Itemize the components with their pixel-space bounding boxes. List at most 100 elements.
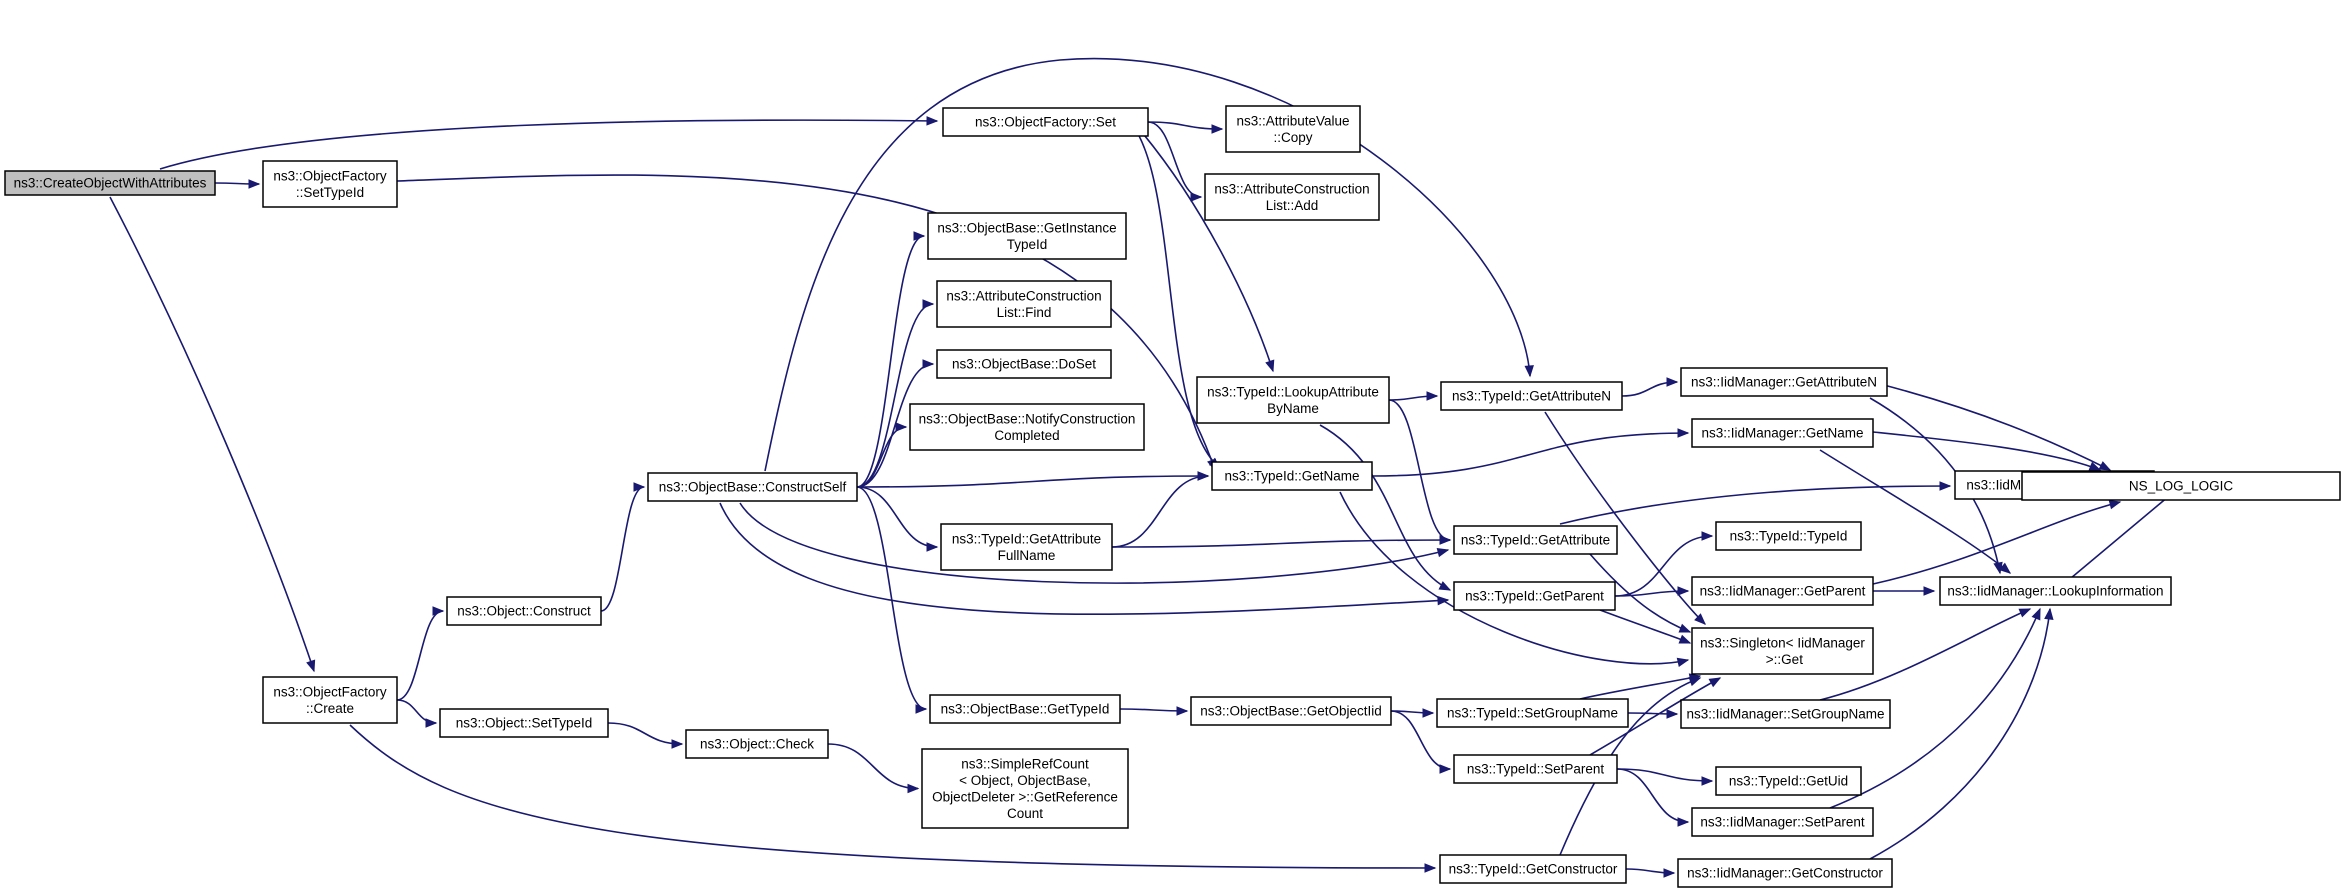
edge-arrowhead	[1678, 623, 1692, 633]
node-iidLookupInfo[interactable]: ns3::IidManager::LookupInformation	[1939, 576, 2172, 606]
edge-tidGetAttrN-to-singletonGet	[1544, 411, 1706, 625]
node-oSetTypeId[interactable]: ns3::Object::SetTypeId	[439, 708, 609, 738]
node-tidGetCtor[interactable]: ns3::TypeId::GetConstructor	[1439, 854, 1627, 884]
node-tidGetName[interactable]: ns3::TypeId::GetName	[1211, 461, 1373, 491]
node-label: FullName	[998, 548, 1056, 563]
edge-line	[1829, 608, 2041, 809]
edge-arrowhead	[432, 606, 445, 616]
node-label: ns3::TypeId::GetUid	[1729, 774, 1848, 789]
edge-arrowhead	[1694, 613, 1706, 625]
edge-createObj-to-ofCreate	[109, 196, 316, 673]
node-iidGetCtor[interactable]: ns3::IidManager::GetConstructor	[1677, 858, 1893, 888]
edge-tidSetGroup-to-iidSetGroup	[1627, 709, 1679, 719]
node-avCopy[interactable]: ns3::AttributeValue::Copy	[1225, 105, 1361, 153]
edge-line	[1339, 491, 1689, 665]
edge-obConstructSelf-to-obGetInstance	[856, 231, 926, 488]
node-tidGetParent[interactable]: ns3::TypeId::GetParent	[1453, 581, 1616, 611]
node-box	[1204, 173, 1380, 221]
node-label: ns3::TypeId::GetParent	[1465, 589, 1604, 604]
node-label: ns3::TypeId::TypeId	[1730, 529, 1848, 544]
edge-arrowhead	[1939, 481, 1952, 491]
edge-arrowhead	[2088, 461, 2102, 471]
node-box	[1691, 807, 1874, 837]
node-label: ns3::ObjectFactory	[273, 168, 387, 183]
edge-arrowhead	[1677, 428, 1690, 438]
node-box	[647, 472, 858, 502]
node-oCheck[interactable]: ns3::Object::Check	[685, 729, 829, 759]
node-tidSetParent[interactable]: ns3::TypeId::SetParent	[1453, 754, 1618, 784]
node-iidGetName[interactable]: ns3::IidManager::GetName	[1691, 418, 1874, 448]
node-box	[1715, 521, 1862, 551]
node-nsLog[interactable]: NS_LOG_LOGIC	[2021, 471, 2341, 501]
edge-arrowhead	[425, 718, 438, 728]
edge-iidGetParent-to-iidLookupInfo	[1873, 586, 1936, 596]
node-label: ns3::TypeId::GetAttributeN	[1452, 389, 1611, 404]
edge-arrowhead	[1701, 531, 1714, 541]
node-tidTypeId[interactable]: ns3::TypeId::TypeId	[1715, 521, 1862, 551]
node-ofCreate[interactable]: ns3::ObjectFactory::Create	[262, 676, 398, 724]
node-tidSetGroup[interactable]: ns3::TypeId::SetGroupName	[1436, 698, 1629, 728]
edge-obConstructSelf-to-obGetTypeId	[856, 486, 928, 714]
node-singletonGet[interactable]: ns3::Singleton< IidManager >::Get	[1691, 627, 1874, 675]
edge-line	[1614, 535, 1713, 597]
edge-obGetObjectIid-to-tidSetGroup	[1390, 708, 1435, 718]
node-obConstructSelf[interactable]: ns3::ObjectBase::ConstructSelf	[647, 472, 858, 502]
edge-line	[1819, 608, 2031, 701]
node-obNotify[interactable]: ns3::ObjectBase::NotifyConstructionCompl…	[909, 403, 1145, 451]
node-obGetObjectIid[interactable]: ns3::ObjectBase::GetObjectIid	[1190, 696, 1392, 726]
node-label: ns3::IidManager::SetParent	[1700, 815, 1865, 830]
node-iidGetParent[interactable]: ns3::IidManager::GetParent	[1691, 576, 1874, 606]
edge-tidGetCtor-to-iidGetCtor	[1625, 868, 1676, 878]
node-iidSetGroup[interactable]: ns3::IidManager::SetGroupName	[1680, 699, 1891, 729]
node-oConstruct[interactable]: ns3::Object::Construct	[446, 596, 602, 626]
node-label: ns3::ObjectFactory::Set	[975, 115, 1116, 130]
edge-obConstructSelf-to-tidGetAttr	[739, 502, 1450, 584]
node-box	[1453, 754, 1618, 784]
node-label: ns3::ObjectBase::GetInstance	[937, 220, 1116, 235]
edge-tidGetAttr-to-singletonGet	[1589, 553, 1692, 633]
edge-line	[1544, 411, 1706, 625]
node-label: NS_LOG_LOGIC	[2129, 479, 2234, 494]
edge-arrowhead	[671, 739, 684, 749]
node-obGetTypeId[interactable]: ns3::ObjectBase::GetTypeId	[929, 694, 1121, 724]
node-box	[1691, 418, 1874, 448]
node-box	[1453, 581, 1616, 611]
edge-arrowhead	[926, 116, 939, 126]
edge-oConstruct-to-obConstructSelf	[600, 482, 646, 612]
node-createObj[interactable]: ns3::CreateObjectWithAttributes	[4, 170, 216, 196]
edge-line	[1371, 432, 1689, 477]
edge-line	[1559, 677, 1701, 856]
node-iidGetAttrN[interactable]: ns3::IidManager::GetAttributeN	[1680, 367, 1888, 397]
node-tidGetAttrN[interactable]: ns3::TypeId::GetAttributeN	[1440, 381, 1623, 411]
node-label: ns3::ObjectFactory	[273, 684, 387, 699]
node-ofSet[interactable]: ns3::ObjectFactory::Set	[942, 107, 1149, 137]
node-label: ns3::IidManager::GetAttributeN	[1691, 375, 1877, 390]
node-box	[1691, 627, 1874, 675]
node-iidSetParent[interactable]: ns3::IidManager::SetParent	[1691, 807, 1874, 837]
edge-tidGetCtor-to-singletonGet	[1559, 677, 1702, 856]
edge-line	[396, 174, 1216, 471]
node-box	[1939, 576, 2172, 606]
node-tidGetUid[interactable]: ns3::TypeId::GetUid	[1715, 766, 1862, 796]
edge-arrowhead	[922, 359, 935, 369]
node-label: ns3::ObjectBase::ConstructSelf	[659, 480, 847, 495]
edge-iidGetName-to-iidLookupInfo	[1819, 449, 2012, 574]
node-label: ::SetTypeId	[296, 185, 364, 200]
node-label: ns3::TypeId::GetAttribute	[952, 531, 1101, 546]
node-label: ns3::TypeId::GetConstructor	[1449, 862, 1618, 877]
node-tidGetAttr[interactable]: ns3::TypeId::GetAttribute	[1453, 525, 1618, 555]
edge-arrowhead	[915, 704, 928, 714]
node-srcGetRef[interactable]: ns3::SimpleRefCount< Object, ObjectBase,…	[921, 748, 1129, 829]
node-box	[909, 403, 1145, 451]
edge-obConstructSelf-to-tidGetAttrN	[764, 57, 1534, 472]
edge-tidGetParent-to-tidTypeId	[1614, 531, 1714, 597]
node-obDoSet[interactable]: ns3::ObjectBase::DoSet	[936, 349, 1112, 379]
edge-line	[1879, 383, 2111, 471]
node-ofSetTypeId[interactable]: ns3::ObjectFactory::SetTypeId	[262, 160, 398, 208]
edge-line	[2054, 485, 2182, 592]
